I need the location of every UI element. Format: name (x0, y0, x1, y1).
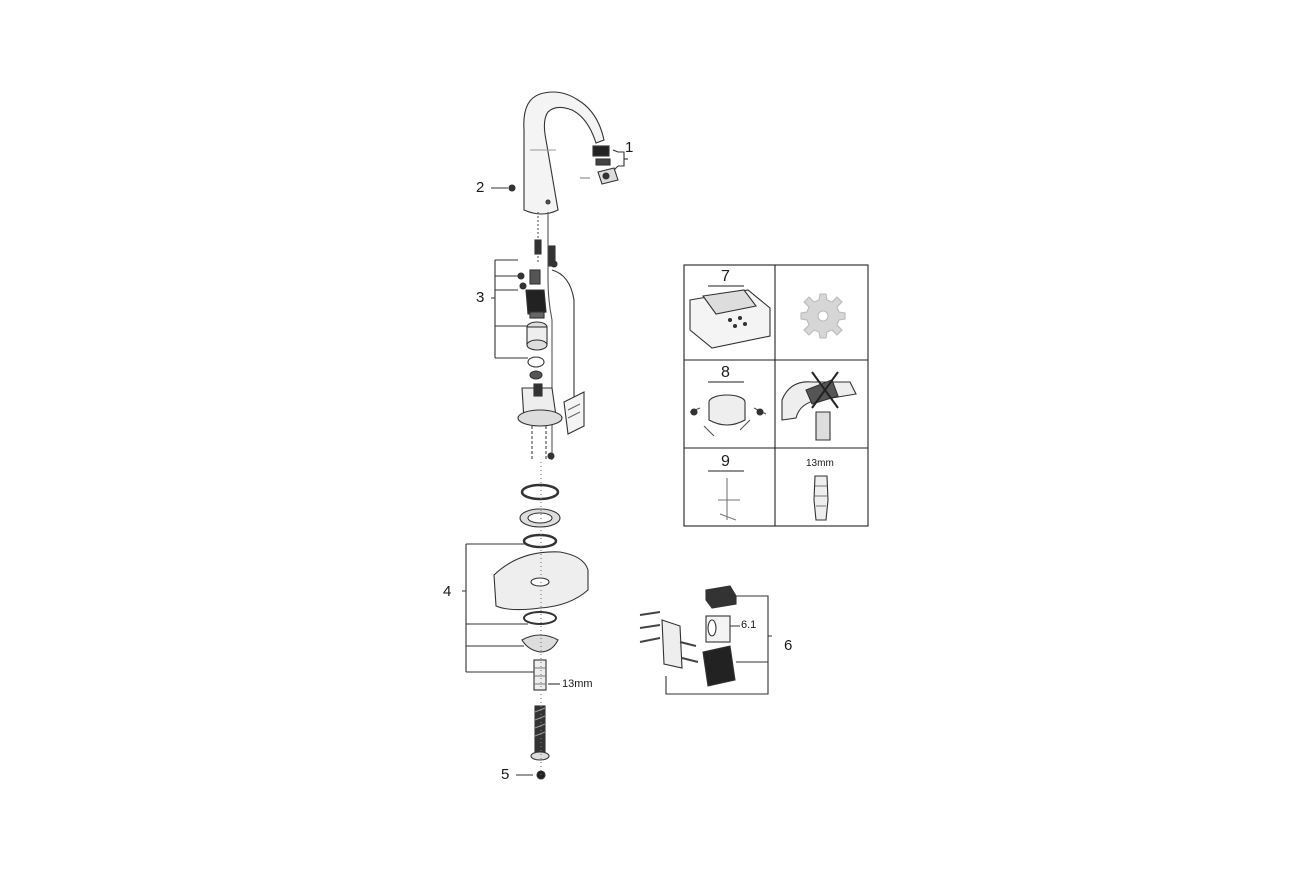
battery-box (639, 585, 772, 695)
set-screw (491, 184, 516, 192)
panel-wrench-size-label: 13mm (806, 458, 834, 469)
service-panel (683, 264, 869, 527)
callout-mounting-parts: 4 (443, 583, 452, 600)
panel-cell-7-label: 7 (721, 268, 730, 285)
threaded-rod (516, 705, 550, 780)
callout-battery-box: 6 (784, 637, 793, 654)
faucet-spout (523, 91, 605, 215)
callout-solenoid-valve: 3 (476, 289, 485, 306)
callout-set-screw: 2 (476, 179, 485, 196)
callout-aerator: 1 (625, 139, 634, 156)
panel-cell-8-label: 8 (721, 364, 730, 381)
aerator-parts (592, 145, 628, 185)
mounting-parts (462, 483, 589, 691)
panel-cell-9-label: 9 (721, 453, 730, 470)
wrench-size-label: 13mm (562, 678, 593, 690)
callout-battery: 6.1 (741, 619, 757, 631)
callout-nut: 5 (501, 766, 510, 783)
solenoid-valve-assembly (491, 259, 585, 460)
